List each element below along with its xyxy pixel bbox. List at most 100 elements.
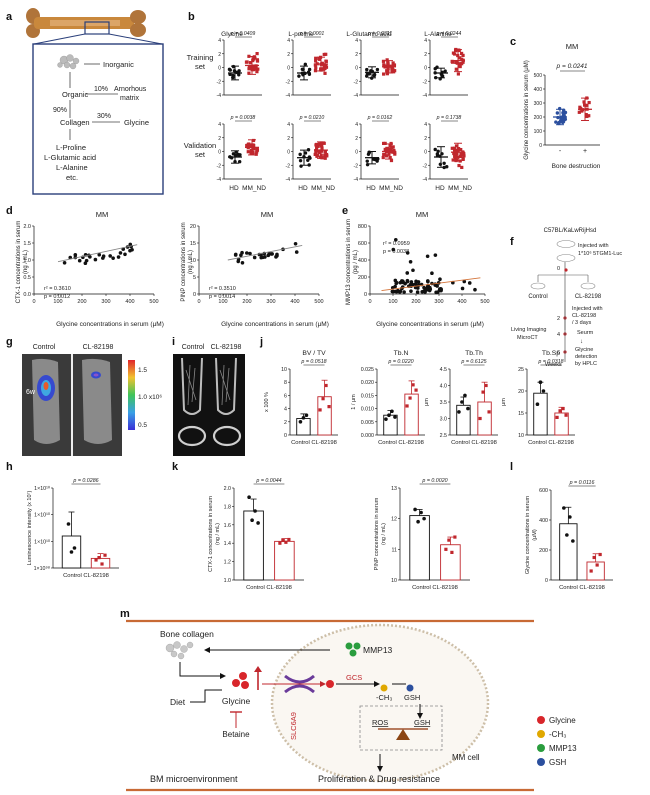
- k-left-xlabel: Control CL-82198: [246, 585, 292, 591]
- c-xlabel: Bone destruction: [552, 163, 601, 170]
- b-mmnd-point: [456, 146, 461, 151]
- d-right-point: [245, 251, 249, 255]
- b-mmnd-point: [254, 64, 258, 68]
- l-point: [562, 506, 566, 510]
- d-left-title: MM: [96, 210, 109, 219]
- c-minus-point: [561, 117, 566, 121]
- b-ytick-label: -2: [286, 79, 291, 85]
- b-ytick-label: 4: [355, 122, 358, 128]
- b-xlabel-mmnd: MM_ND: [242, 185, 266, 192]
- j-0-title: BV / TV: [302, 350, 326, 357]
- panel-c: MM p = 0.0241 Glycine concentrations in …: [524, 42, 601, 170]
- k-left-point: [287, 537, 291, 542]
- c-pvalue: p = 0.0241: [556, 63, 588, 70]
- d-left-point: [123, 252, 127, 257]
- b-xlabel-hd: HD: [366, 185, 376, 192]
- b-mmnd-point: [323, 71, 327, 75]
- d-left-xtick-label: 300: [101, 299, 110, 305]
- j-1-pvalue: p = 0.0220: [387, 359, 413, 365]
- e-xtick-label: 0: [368, 299, 371, 305]
- b-ytick-label: -4: [423, 93, 428, 99]
- b-mmnd-point: [392, 70, 396, 74]
- e-xtick-label: 300: [434, 299, 443, 305]
- j-1-point: [384, 417, 388, 421]
- b-hd-point: [366, 152, 371, 156]
- j-2-title: Tb.Th: [465, 350, 483, 357]
- l-ylabel: Glycine concentrations in serum: [525, 495, 531, 574]
- b-hd-point: [237, 153, 241, 158]
- e-point: [439, 287, 443, 291]
- b-mmnd-point: [324, 52, 328, 56]
- b-mmnd-point: [453, 49, 458, 53]
- e-ylabel-2: (pg / mL): [353, 250, 359, 274]
- d-left-point: [128, 242, 133, 247]
- e-point: [460, 286, 465, 291]
- d-right-fit-line: [227, 244, 303, 261]
- b-mmnd-point: [383, 147, 387, 152]
- e-point: [405, 279, 410, 284]
- d-right-point: [233, 252, 238, 257]
- b-hd-point: [435, 152, 440, 156]
- b-mmnd-point: [453, 52, 457, 56]
- b-mmnd-point: [460, 165, 464, 170]
- j-2-point: [487, 410, 491, 414]
- e-point: [405, 271, 410, 275]
- j-0-ytick-label: 8: [284, 380, 287, 386]
- l-point: [595, 563, 599, 567]
- b-pvalue: p = 0.0244: [436, 31, 462, 37]
- e-point: [411, 268, 415, 273]
- j-2-point: [484, 383, 488, 388]
- e-point: [467, 281, 472, 285]
- e-point: [433, 253, 438, 257]
- f-det2: detection: [575, 354, 597, 360]
- b-mmnd-point: [246, 146, 250, 150]
- b-mmnd-point: [452, 151, 456, 156]
- j-2-point: [457, 410, 461, 414]
- c-plus-point: [585, 96, 589, 100]
- b-mmnd-point: [390, 69, 394, 73]
- b-mmnd-point: [244, 60, 249, 64]
- f-inj2b: CL-82198: [572, 313, 596, 319]
- d-left-xtick-label: 0: [32, 299, 35, 305]
- b-mmnd-point: [247, 71, 251, 75]
- b-mmnd-point: [456, 72, 460, 76]
- b-ytick-label: -2: [423, 163, 428, 169]
- k-left-point: [247, 495, 251, 500]
- b-mmnd-point: [322, 63, 327, 67]
- b-ytick-label: 0: [424, 150, 427, 156]
- f-det3: by HPLC: [575, 361, 597, 367]
- b-hd-point: [437, 154, 442, 158]
- b-mmnd-point: [247, 54, 251, 58]
- b-mmnd-point: [252, 146, 256, 151]
- h-ylabel: Luminescence intensity (x 10⁷): [26, 490, 33, 565]
- j-0-ylabel: x 100 %: [264, 392, 270, 412]
- panel-d: MM MM CTX-1 concentrations in serum (ng …: [16, 210, 329, 328]
- b-mmnd-point: [383, 64, 387, 68]
- e-xtick-label: 100: [388, 299, 397, 305]
- e-point: [402, 290, 406, 294]
- label-amorphous-1: Arnorhous: [114, 86, 147, 93]
- b-mmnd-point: [248, 144, 252, 148]
- b-ytick-label: 2: [218, 52, 221, 58]
- j-2-point: [463, 393, 467, 398]
- e-ytick-label: 600: [358, 241, 367, 247]
- j-0-bar: [317, 396, 332, 436]
- b-hd-point: [227, 67, 232, 72]
- e-title: MM: [416, 210, 429, 219]
- b-ytick-label: -4: [217, 93, 222, 99]
- panel-label-k: k: [172, 461, 179, 473]
- b-title-2: L-Glutamic acid: [346, 31, 392, 38]
- b-hd-point: [442, 165, 446, 170]
- b-mmnd-point: [251, 57, 256, 61]
- d-left-xtick-label: 400: [125, 299, 134, 305]
- h-point: [97, 556, 101, 560]
- b-mmnd-point: [455, 148, 459, 152]
- b-hd-point: [372, 157, 377, 161]
- b-hd-point: [307, 67, 312, 72]
- m-ros: ROS: [372, 718, 388, 727]
- j-0-bar: [296, 418, 311, 436]
- b-mmnd-point: [255, 147, 259, 151]
- e-p: p = 0.0038: [383, 249, 409, 255]
- b-hd-point: [303, 62, 308, 67]
- m-diet: Diet: [170, 697, 186, 707]
